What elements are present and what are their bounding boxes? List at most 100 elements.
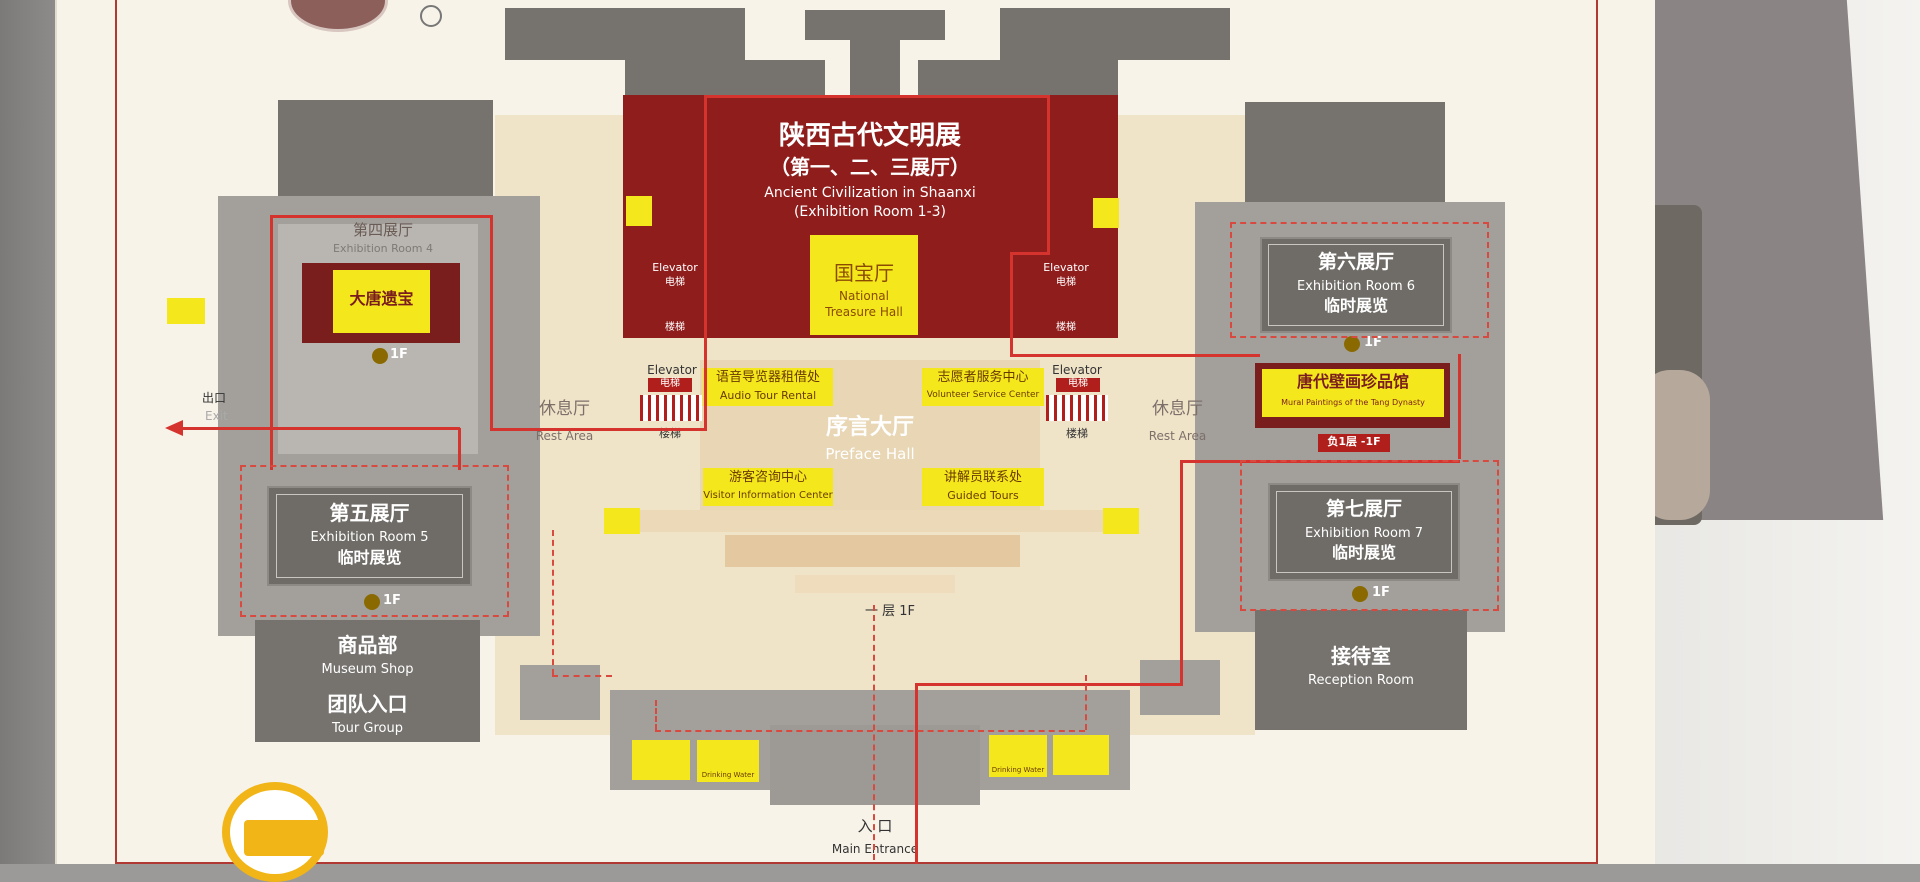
elevator-cn-left: 电梯 <box>665 277 685 288</box>
reception-cn: 接待室 <box>1331 644 1391 668</box>
route-line <box>490 215 493 430</box>
restroom-icon <box>167 298 205 324</box>
room4-sign[interactable] <box>333 270 430 333</box>
restroom-icon <box>1103 508 1139 534</box>
route-line <box>1047 95 1050 255</box>
elevator-icon <box>1056 378 1100 392</box>
room6-cn: 第六展厅 <box>1317 251 1394 273</box>
mural-en: Mural Paintings of the Tang Dynasty <box>1281 398 1425 407</box>
wall-top-right-2 <box>918 60 1118 98</box>
room7-inner <box>1276 491 1452 573</box>
visitor-cn: 游客咨询中心 <box>728 470 807 485</box>
museum-shop-block[interactable] <box>255 620 480 742</box>
room4-floor-label: 1F <box>390 347 408 362</box>
rest-area-right-en: Rest Area <box>1148 429 1207 443</box>
rest-area-left-en: Rest Area <box>535 429 594 443</box>
museum-shop-cn: 商品部 <box>337 633 398 657</box>
drinking-water-icon <box>989 735 1047 777</box>
elevator-label-right: Elevator <box>1043 261 1089 274</box>
room6-inner <box>1268 244 1444 326</box>
audio-en: Audio Tour Rental <box>719 389 817 402</box>
route-line <box>704 95 1050 98</box>
exhibition-room-5[interactable] <box>267 486 472 586</box>
room6-en: Exhibition Room 6 <box>1296 279 1416 294</box>
rest-area-right-cn: 休息厅 <box>1152 399 1203 419</box>
restroom-icon <box>632 740 690 780</box>
treasure-hall-cn: 国宝厅 <box>834 261 894 285</box>
route-dashed <box>240 465 509 617</box>
route-dashed <box>1240 460 1499 611</box>
route-dashed <box>655 730 1085 732</box>
exit-en: Exit <box>205 409 228 423</box>
route-line <box>1180 460 1183 685</box>
tour-group-cn: 团队入口 <box>327 692 408 716</box>
route-line <box>180 427 460 430</box>
wall-top-right <box>1000 8 1230 60</box>
elevator-label-center-right: Elevator <box>1052 363 1102 377</box>
bus-body <box>244 820 324 856</box>
reception-en: Reception Room <box>1308 673 1414 688</box>
main-hall-en: Ancient Civilization in Shaanxi <box>764 185 976 201</box>
floor-badge-icon <box>1344 336 1360 352</box>
room4-en: Exhibition Room 4 <box>333 242 433 255</box>
reception-room[interactable] <box>1255 610 1467 730</box>
wall-bottom-left <box>520 665 600 720</box>
floor-badge-icon <box>372 348 388 364</box>
visitor-information-center[interactable] <box>703 468 833 506</box>
exhibition-room-7[interactable] <box>1268 483 1460 581</box>
room5-cn: 第五展厅 <box>329 501 410 525</box>
volunteer-en: Volunteer Service Center <box>926 390 1040 400</box>
main-hall-en-sub: (Exhibition Room 1-3) <box>793 204 947 220</box>
route-dashed <box>873 605 875 860</box>
route-line <box>270 215 492 218</box>
route-line <box>458 428 461 470</box>
rest-area-left-cn: 休息厅 <box>539 399 590 419</box>
mural-floor-badge <box>1318 434 1390 452</box>
exhibition-room-6[interactable] <box>1260 237 1452 333</box>
floor-badge-icon <box>1352 586 1368 602</box>
restroom-icon <box>604 508 640 534</box>
drinking-water-icon <box>697 740 759 782</box>
route-line <box>1010 252 1013 357</box>
elevator-label-left: Elevator <box>652 261 698 274</box>
guided-en: Guided Tours <box>947 489 1019 502</box>
exit-cn: 出口 <box>202 391 227 405</box>
exit-arrow-icon <box>165 420 183 436</box>
wall-top-left <box>505 8 745 60</box>
room4-sign-text: 大唐遗宝 <box>349 289 414 308</box>
wall-top-neck <box>850 38 900 98</box>
wall-left-top <box>278 100 493 200</box>
main-hall-subtitle: （第一、二、三展厅） <box>770 155 970 179</box>
elevator-cn-center-left: 电梯 <box>660 378 680 389</box>
elevator-label-center-left: Elevator <box>647 363 697 377</box>
elevator-cn-right: 电梯 <box>1056 277 1076 288</box>
map-frame <box>115 0 1598 864</box>
main-hall-title: 陕西古代文明展 <box>778 121 961 151</box>
stairs-cn-right: 楼梯 <box>1056 322 1076 333</box>
route-dashed <box>552 675 612 677</box>
room6-sub: 临时展览 <box>1323 296 1388 315</box>
audio-tour-rental[interactable] <box>703 368 833 406</box>
volunteer-service-center[interactable] <box>922 368 1044 406</box>
treasure-hall-en2: Treasure Hall <box>825 305 903 319</box>
stairs-icon <box>640 395 702 421</box>
elevator-icon <box>648 378 692 392</box>
treasure-hall[interactable] <box>810 235 918 335</box>
route-line <box>1458 354 1461 459</box>
visitor-en: Visitor Information Center <box>703 490 833 501</box>
drinking-water-label-left: Drinking Water <box>701 771 755 779</box>
route-line <box>1010 354 1260 357</box>
wall-right-top <box>1245 102 1445 214</box>
main-entrance-cn: 入 口 <box>857 817 893 835</box>
guided-tours[interactable] <box>922 468 1044 506</box>
volunteer-cn: 志愿者服务中心 <box>937 370 1029 385</box>
preface-cn: 序言大厅 <box>825 415 914 440</box>
route-line <box>270 215 273 470</box>
room5-inner <box>276 494 463 578</box>
audio-cn: 语音导览器租借处 <box>715 370 820 385</box>
stairs-icon <box>1046 395 1108 421</box>
route-line <box>915 683 918 864</box>
route-dashed <box>1085 675 1087 730</box>
mural-hall[interactable] <box>1262 369 1444 417</box>
stairs-cn-left: 楼梯 <box>665 322 685 333</box>
